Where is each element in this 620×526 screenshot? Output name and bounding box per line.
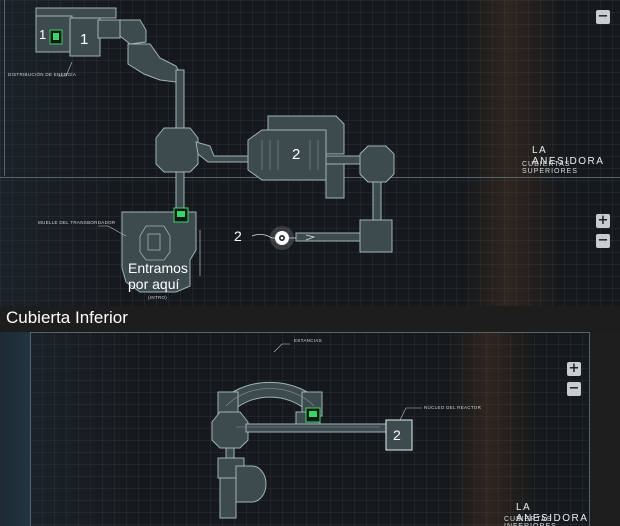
terminal-icon-dock (173, 207, 189, 223)
corridor-vertical-b (372, 181, 382, 223)
marker-1-room: 1 (80, 31, 89, 48)
lower-left-margin (0, 332, 30, 526)
zoom-out-icon[interactable]: − (596, 233, 610, 248)
map-grid-lower (30, 332, 590, 526)
room-junction-a (119, 19, 147, 45)
entry-note: Entramos por aquí (128, 260, 188, 292)
arch-inner-line (225, 388, 315, 407)
corridor-lower-south (219, 477, 237, 519)
caption-band (0, 306, 620, 332)
lower-deck-map[interactable]: ESTANCIAS NÚCLEO DEL REACTOR 2 LA ANESID… (30, 332, 590, 526)
label-shuttle-dock: MUELLE DEL TRANSBORDADOR (38, 220, 116, 225)
room-cargo-stub (325, 163, 345, 199)
room-east-octagon (359, 145, 395, 183)
upper-deck-layout (35, 7, 395, 293)
route-line (251, 234, 296, 239)
label-energy-distribution: DISTRIBUCIÓN DE ENERGÍA (8, 72, 77, 77)
zoom-in-icon[interactable]: + (596, 213, 610, 228)
room-energy-c (97, 19, 121, 39)
room-dock (121, 211, 197, 293)
route-arrow (305, 234, 316, 241)
label-quarters: ESTANCIAS (294, 338, 322, 343)
marker-1-terminal: 1 (39, 27, 47, 42)
corridor-cargo-east (325, 155, 363, 165)
room-energy-b (69, 17, 101, 57)
upper-deck-map[interactable]: 1 1 2 2 DISTRIBUCIÓN DE ENERGÍA MUELLE D… (0, 0, 620, 306)
zoom-out-icon-lower[interactable]: − (567, 381, 581, 396)
terminal-icon (49, 29, 63, 45)
dock-ship-core (147, 233, 161, 251)
reactor-highlight (385, 419, 413, 451)
leader-energy (58, 61, 73, 77)
lower-deck-subtitle: CUBIERTAS INFERIORES (504, 516, 556, 526)
corridor-vertical-c (175, 171, 185, 213)
lower-map-border (30, 332, 590, 526)
corridor-to-cargo (195, 141, 249, 163)
corridor-reactor (245, 423, 387, 433)
leader-rooms (273, 343, 290, 353)
room-east-lower (359, 219, 393, 253)
dock-ship-outline (139, 225, 171, 261)
zoom-out-icon-top[interactable]: − (596, 9, 610, 24)
lower-right-margin (590, 332, 620, 526)
section-caption: Cubierta Inferior (6, 308, 128, 327)
zoom-in-icon-lower[interactable]: + (567, 361, 581, 376)
marker-2-cargo: 2 (292, 146, 301, 163)
marker-2-player: 2 (234, 228, 242, 244)
map-border (4, 0, 5, 176)
marker-2-reactor: 2 (393, 427, 401, 443)
room-hub-octagon (155, 127, 199, 173)
corridor-vertical-a (175, 69, 185, 129)
upper-deck-subtitle: CUBIERTAS SUPERIORES (522, 161, 578, 175)
leader-reactor (399, 407, 422, 421)
room-cargo-top (267, 115, 345, 155)
room-lower-round (235, 465, 267, 503)
room-west-octagon (211, 411, 249, 449)
corridor-east-lower (295, 232, 361, 242)
corridor-diagonal (127, 43, 183, 83)
lower-deck-title: LA ANESIDORA (516, 502, 589, 524)
leader-dock (98, 225, 127, 237)
label-reactor-core: NÚCLEO DEL REACTOR (424, 405, 482, 410)
room-cargo (247, 129, 327, 181)
upper-deck-title: LA ANESIDORA (532, 145, 605, 167)
entry-subnote: (INTRO) (148, 295, 168, 300)
lower-deck-layout (211, 343, 422, 519)
terminal-icon-lower (305, 407, 321, 423)
